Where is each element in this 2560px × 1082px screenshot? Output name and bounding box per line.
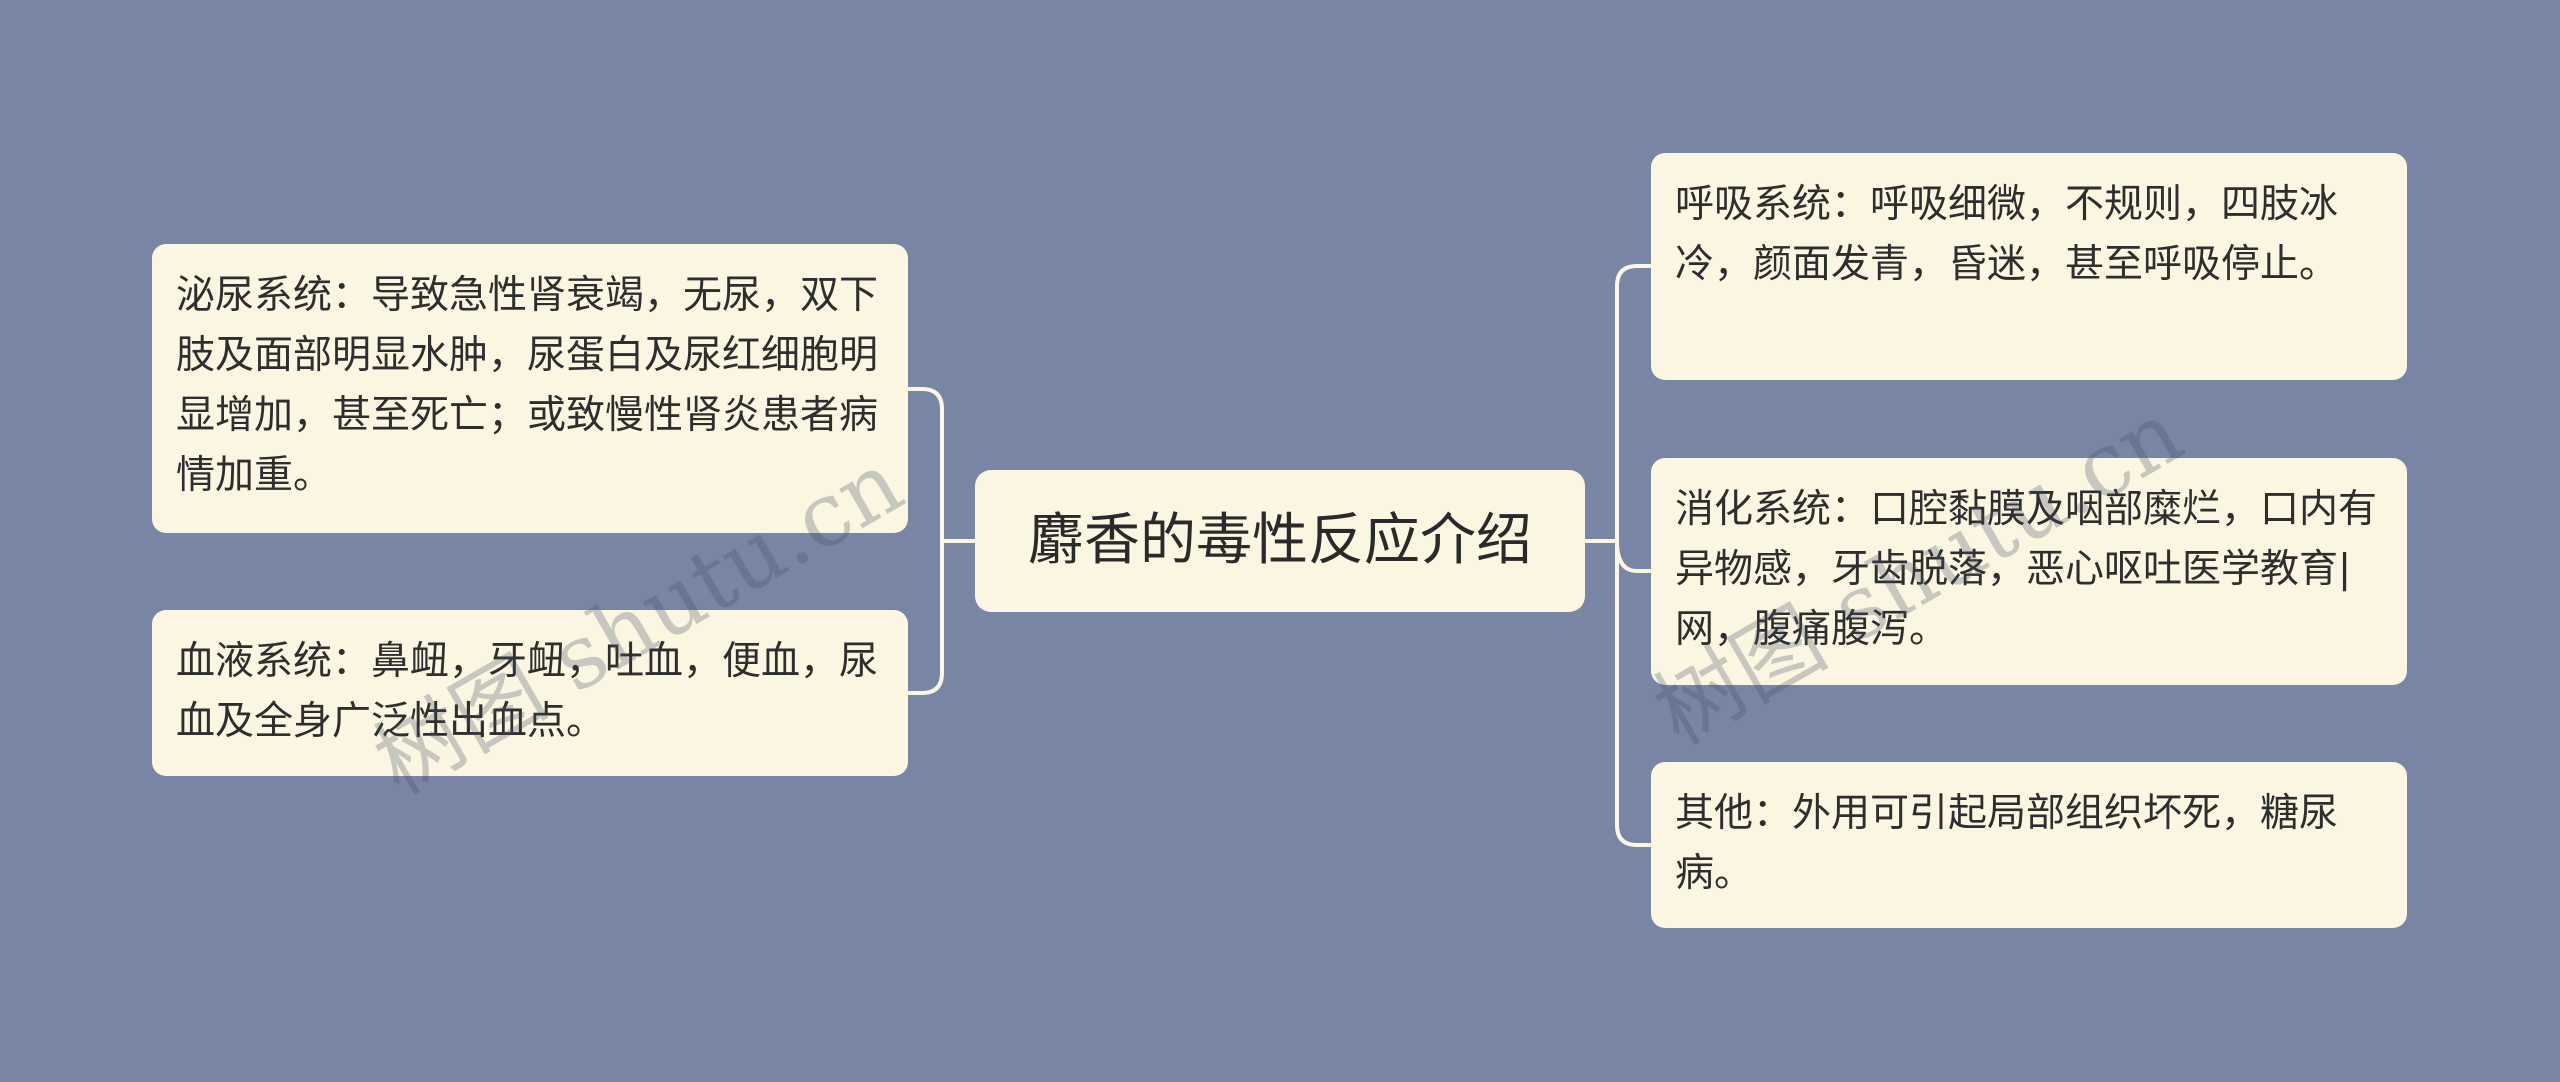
branch-node-respiratory[interactable]: 呼吸系统：呼吸细微，不规则，四肢冰冷，颜面发青，昏迷，甚至呼吸停止。 — [1651, 153, 2407, 380]
branch-node-text: 消化系统：口腔黏膜及咽部糜烂，口内有异物感，牙齿脱落，恶心呕吐医学教育|网，腹痛… — [1675, 487, 2378, 652]
root-node[interactable]: 麝香的毒性反应介绍 — [975, 470, 1585, 612]
branch-node-text: 其他：外用可引起局部组织坏死，糖尿病。 — [1675, 791, 2339, 896]
branch-node-other[interactable]: 其他：外用可引起局部组织坏死，糖尿病。 — [1651, 762, 2407, 928]
connector-resp — [1615, 264, 1653, 543]
branch-node-text: 呼吸系统：呼吸细微，不规则，四肢冰冷，颜面发青，昏迷，甚至呼吸停止。 — [1675, 182, 2339, 287]
connector-digest — [1615, 539, 1653, 573]
branch-node-blood[interactable]: 血液系统：鼻衄，牙衄，吐血，便血，尿血及全身广泛性出血点。 — [152, 610, 908, 776]
branch-node-text: 血液系统：鼻衄，牙衄，吐血，便血，尿血及全身广泛性出血点。 — [176, 639, 879, 744]
connector-urinary — [906, 387, 944, 543]
branch-node-urinary[interactable]: 泌尿系统：导致急性肾衰竭，无尿，双下肢及面部明显水肿，尿蛋白及尿红细胞明显增加，… — [152, 244, 908, 533]
root-node-text: 麝香的毒性反应介绍 — [1028, 508, 1532, 573]
branch-node-text: 泌尿系统：导致急性肾衰竭，无尿，双下肢及面部明显水肿，尿蛋白及尿红细胞明显增加，… — [176, 273, 879, 498]
connector-blood — [906, 539, 944, 695]
branch-node-digestive[interactable]: 消化系统：口腔黏膜及咽部糜烂，口内有异物感，牙齿脱落，恶心呕吐医学教育|网，腹痛… — [1651, 458, 2407, 685]
connector-other — [1615, 539, 1653, 847]
